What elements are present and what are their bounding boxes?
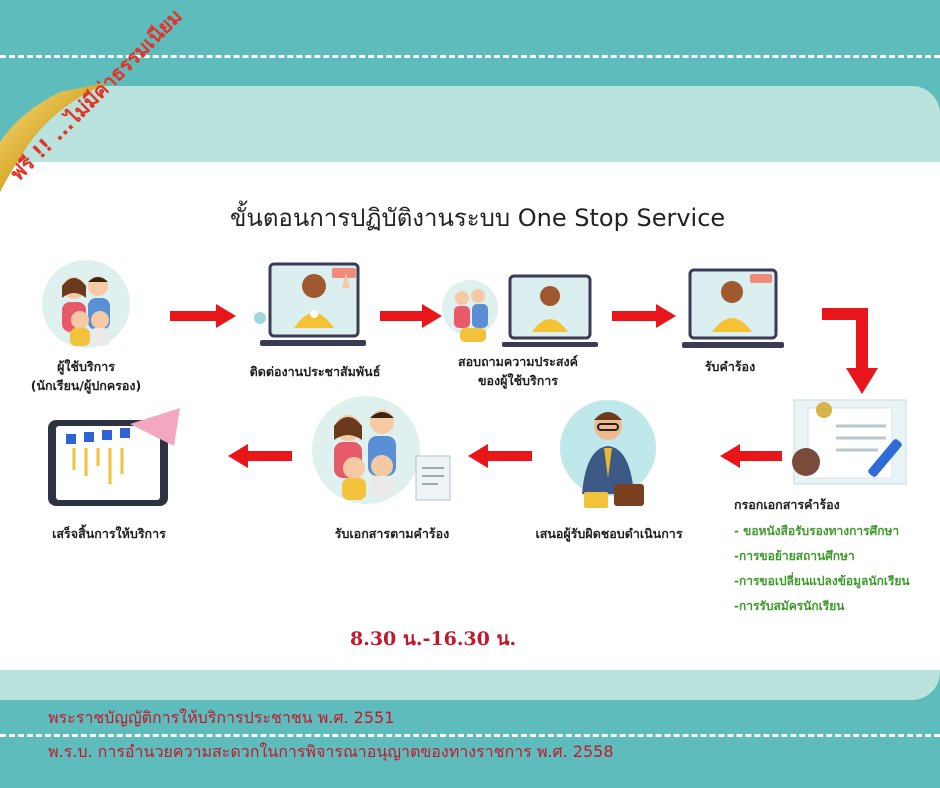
document-item: -การรับสมัครนักเรียน bbox=[734, 599, 845, 613]
receive-documents-icon bbox=[312, 396, 451, 504]
step-propose-line1: เสนอผู้รับผิดชอบดำเนินการ bbox=[535, 526, 683, 541]
arrow-right-icon bbox=[170, 304, 236, 328]
step-receive-label: รับคำร้อง bbox=[680, 357, 780, 376]
law-reference-2: พ.ร.บ. การอำนวยความสะดวกในการพิจารณาอนุญ… bbox=[48, 742, 614, 761]
step-users-line2: (นักเรียน/ผู้ปกครอง) bbox=[30, 378, 142, 393]
step-receive-docs-line1: รับเอกสารตามคำร้อง bbox=[334, 526, 450, 541]
family-users-icon bbox=[42, 260, 130, 348]
page-title: ขั้นตอนการปฏิบัติงานระบบ One Stop Servic… bbox=[230, 204, 726, 232]
arrow-right-icon bbox=[380, 304, 442, 328]
arrow-left-icon bbox=[720, 444, 782, 468]
step-complete-line1: เสร็จสิ้นการให้บริการ bbox=[52, 526, 166, 541]
step-receive-docs-label: รับเอกสารตามคำร้อง bbox=[310, 524, 474, 543]
step-users-line1: ผู้ใช้บริการ bbox=[57, 359, 115, 374]
arrow-left-icon bbox=[228, 444, 292, 468]
document-item: -การขอเปลี่ยนแปลงข้อมูลนักเรียน bbox=[734, 574, 910, 588]
step-complete-label: เสร็จสิ้นการให้บริการ bbox=[34, 524, 184, 543]
bottom-dashed-line bbox=[0, 734, 940, 737]
arrow-left-icon bbox=[468, 444, 532, 468]
inquiry-icon bbox=[442, 274, 598, 347]
document-item: -การขอย้ายสถานศึกษา bbox=[734, 549, 855, 563]
step-inquiry-line1: สอบถามความประสงค์ bbox=[458, 354, 578, 369]
step-inquiry-line2: ของผู้ใช้บริการ bbox=[477, 373, 559, 388]
documents-list: - ขอหนังสือรับรองทางการศึกษา -การขอย้ายส… bbox=[734, 519, 910, 619]
arrow-right-icon bbox=[612, 304, 676, 328]
pr-contact-icon bbox=[254, 262, 366, 346]
step-propose-label: เสนอผู้รับผิดชอบดำเนินการ bbox=[522, 524, 696, 543]
documents-title: กรอกเอกสารคำร้อง bbox=[734, 497, 840, 512]
step-users-label: ผู้ใช้บริการ (นักเรียน/ผู้ปกครอง) bbox=[24, 357, 148, 395]
officer-icon bbox=[560, 400, 656, 508]
step-inquiry-label: สอบถามความประสงค์ ของผู้ใช้บริการ bbox=[438, 352, 598, 390]
service-hours: 8.30 น.-16.30 น. bbox=[350, 628, 517, 650]
top-dashed-line bbox=[0, 55, 940, 58]
document-item: - ขอหนังสือรับรองทางการศึกษา bbox=[734, 524, 900, 538]
law-reference-1: พระราชบัญญัติการให้บริการประชาชน พ.ศ. 25… bbox=[48, 708, 395, 727]
page-curl-icon bbox=[0, 82, 110, 192]
step-pr-label: ติดต่องานประชาสัมพันธ์ bbox=[230, 362, 400, 381]
step-pr-line1: ติดต่องานประชาสัมพันธ์ bbox=[249, 364, 381, 379]
receive-request-icon bbox=[682, 268, 784, 348]
arrow-down-icon bbox=[822, 308, 878, 394]
step-receive-line1: รับคำร้อง bbox=[704, 359, 756, 374]
service-complete-icon bbox=[48, 408, 180, 506]
documents-icon bbox=[792, 399, 907, 485]
